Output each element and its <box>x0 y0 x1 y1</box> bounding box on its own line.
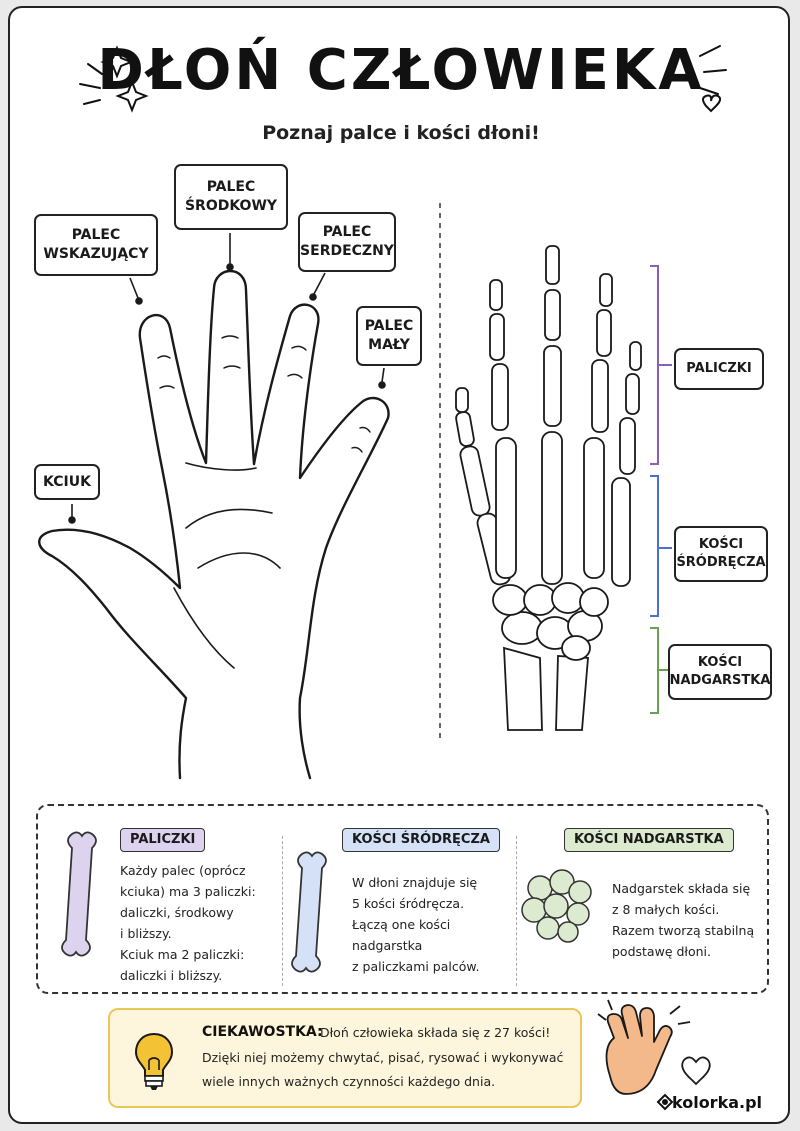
info-carpals: KOŚCI NADGARSTKA Nadgarstek składa się z… <box>518 806 768 992</box>
poster: DŁOŃ CZŁOWIEKA Poznaj palce i kości dłon… <box>8 6 790 1124</box>
info-box: PALICZKI Każdy palec (oprócz kciuka) ma … <box>36 804 769 994</box>
fun-fact-line: Dłoń człowieka składa się z 27 kości! <box>320 1025 551 1040</box>
waving-hand-icon <box>597 999 691 1095</box>
illustration <box>38 45 727 1111</box>
fun-fact-line: wiele innych ważnych czynności każdego d… <box>202 1074 496 1089</box>
info-divider <box>282 836 283 986</box>
fun-fact-heading: CIEKAWOSTKA: <box>202 1024 323 1040</box>
leader-lines <box>68 233 386 524</box>
fun-fact-line: Dzięki niej możemy chwytać, pisać, rysow… <box>202 1050 564 1065</box>
phalanges-bracket <box>650 265 672 465</box>
brand-name[interactable]: kolorka.pl <box>672 1093 763 1112</box>
label-phalanges: PALICZKI <box>674 348 764 390</box>
metacarpals-bone-icon <box>291 851 327 973</box>
metacarpals-text: W dłoni znajduje się 5 kości śródręcza. … <box>352 875 480 974</box>
phalanges-bone-icon <box>61 831 97 957</box>
phalanges-text: Każdy palec (oprócz kciuka) ma 3 paliczk… <box>120 863 256 983</box>
kolorka-logo-icon <box>656 1093 674 1111</box>
metacarpals-heading: KOŚCI ŚRÓDRĘCZA <box>342 828 500 852</box>
phalanges-heading: PALICZKI <box>120 828 206 852</box>
info-phalanges: PALICZKI Każdy palec (oprócz kciuka) ma … <box>38 806 278 992</box>
page-title: DŁOŃ CZŁOWIEKA <box>97 38 705 103</box>
carpals-bones-icon <box>521 869 592 943</box>
label-thumb: KCIUK <box>34 464 100 500</box>
info-metacarpals: KOŚCI ŚRÓDRĘCZA W dłoni znajduje się 5 k… <box>284 806 514 992</box>
page-subtitle: Poznaj palce i kości dłoni! <box>262 122 540 144</box>
carpals-heading: KOŚCI NADGARSTKA <box>564 828 734 852</box>
lightbulb-icon <box>134 1032 174 1090</box>
info-divider <box>516 836 517 986</box>
heart-icon <box>681 1056 711 1086</box>
hand-outline <box>38 270 390 780</box>
hand-skeleton <box>455 245 642 731</box>
fun-fact-box: CIEKAWOSTKA: Dłoń człowieka składa się z… <box>108 1008 582 1108</box>
carpals-text: Nadgarstek składa się z 8 małych kości. … <box>612 881 755 959</box>
sparkle-icon <box>79 45 727 113</box>
metacarpals-bracket <box>650 475 672 617</box>
